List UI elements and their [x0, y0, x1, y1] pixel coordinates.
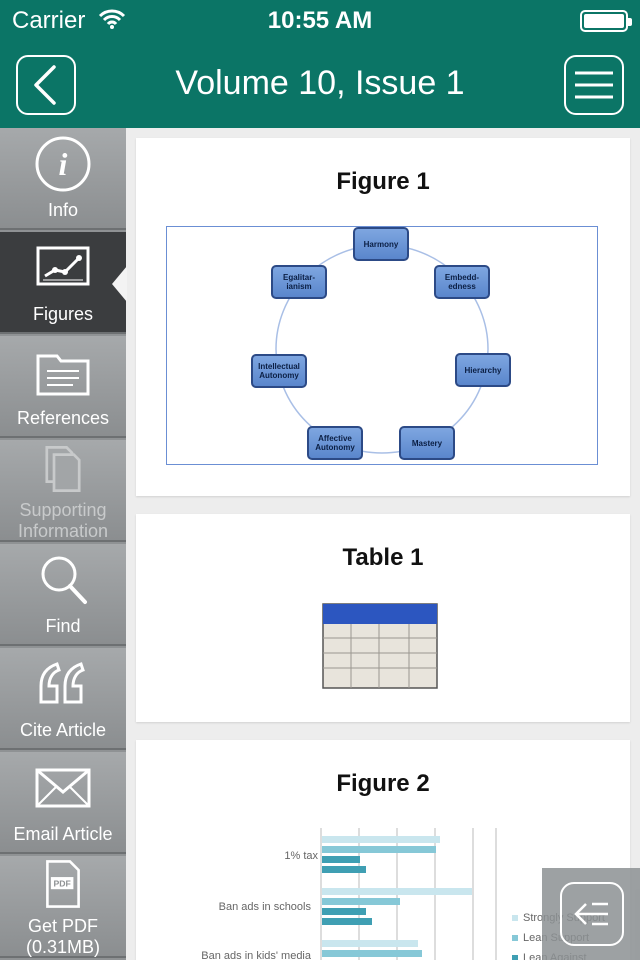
nav-title: Volume 10, Issue 1	[175, 64, 465, 102]
sidebar-item-email-article[interactable]: Email Article	[0, 752, 126, 854]
documents-icon	[45, 446, 81, 492]
hamburger-menu-icon	[575, 71, 613, 99]
sidebar-item-find[interactable]: Find	[0, 544, 126, 646]
category-label: 1% tax	[284, 850, 318, 862]
card-title: Figure 2	[336, 770, 430, 797]
table-1-card[interactable]: Table 1	[136, 514, 630, 722]
envelope-icon	[35, 768, 91, 808]
card-title: Figure 1	[336, 168, 430, 195]
battery-icon	[580, 10, 632, 32]
sidebar-item-cite-article[interactable]: Cite Article	[0, 648, 126, 750]
card-title: Table 1	[342, 544, 424, 571]
sidebar-item-references[interactable]: References	[0, 336, 126, 438]
bar	[322, 846, 436, 853]
diagram-node: Egalitar-ianism	[271, 265, 327, 299]
toggle-sidebar-button[interactable]	[542, 868, 640, 960]
diagram-node: Harmony	[353, 227, 409, 261]
bar	[322, 940, 418, 947]
folder-icon	[36, 354, 90, 396]
carrier-label: Carrier	[12, 7, 86, 34]
bar	[322, 898, 400, 905]
diagram-node: Affective Autonomy	[307, 426, 363, 460]
figure-2-chart[interactable]: 1% tax Ban ads in schools Ban ads in kid…	[176, 828, 626, 960]
bar	[322, 836, 440, 843]
bar	[322, 856, 360, 863]
bar	[322, 866, 366, 873]
search-icon	[41, 556, 87, 604]
category-label: Ban ads in schools	[218, 901, 311, 913]
sidebar-item-figures[interactable]: Figures	[0, 232, 126, 334]
sidebar-item-label: Figures	[32, 304, 94, 324]
wifi-icon	[98, 9, 126, 29]
content-area: Figure 1 Harmony Embedd-edness Hierarchy…	[126, 128, 640, 960]
top-bar: Carrier 10:55 AM Volume 10, Issue 1	[0, 0, 640, 128]
diagram-node: Mastery	[399, 426, 455, 460]
figure-1-diagram[interactable]: Harmony Embedd-edness Hierarchy Mastery …	[166, 226, 598, 465]
sidebar: i Info Figures References Supporting Inf…	[0, 128, 126, 960]
sidebar-item-get-pdf[interactable]: PDF Get PDF (0.31MB)	[0, 856, 126, 958]
table-thumbnail[interactable]	[321, 602, 441, 692]
sidebar-item-label: Get PDF (0.31MB)	[25, 916, 101, 957]
bar	[322, 908, 366, 915]
collapse-panel-icon	[560, 882, 624, 946]
quote-icon	[39, 662, 85, 704]
status-time: 10:55 AM	[267, 7, 373, 34]
back-button[interactable]	[16, 55, 76, 115]
bar	[322, 918, 372, 925]
menu-button[interactable]	[564, 55, 624, 115]
status-bar: Carrier 10:55 AM	[0, 0, 640, 40]
selection-indicator	[112, 266, 127, 302]
info-icon: i	[35, 136, 91, 192]
diagram-node: Hierarchy	[455, 353, 511, 387]
sidebar-item-label: Email Article	[13, 824, 113, 844]
chart-icon	[36, 246, 90, 286]
sidebar-item-label: Info	[47, 200, 79, 220]
sidebar-item-info[interactable]: i Info	[0, 128, 126, 230]
svg-text:i: i	[59, 146, 68, 182]
diagram-node: Intellectual Autonomy	[251, 354, 307, 388]
diagram-node: Embedd-edness	[434, 265, 490, 299]
sidebar-item-supporting-information[interactable]: Supporting Information	[0, 440, 126, 542]
sidebar-item-label: Supporting Information	[17, 500, 109, 541]
bar	[322, 950, 422, 957]
sidebar-item-label: Find	[45, 616, 81, 636]
pdf-icon: PDF	[46, 860, 80, 908]
chevron-left-icon	[34, 65, 56, 105]
sidebar-item-label: Cite Article	[19, 720, 107, 740]
circle-connector	[275, 244, 489, 454]
sidebar-item-label: References	[16, 408, 110, 428]
category-label: Ban ads in kids' media	[201, 950, 311, 960]
bar	[322, 888, 472, 895]
figure-1-card[interactable]: Figure 1 Harmony Embedd-edness Hierarchy…	[136, 138, 630, 496]
svg-text:PDF: PDF	[53, 879, 70, 889]
